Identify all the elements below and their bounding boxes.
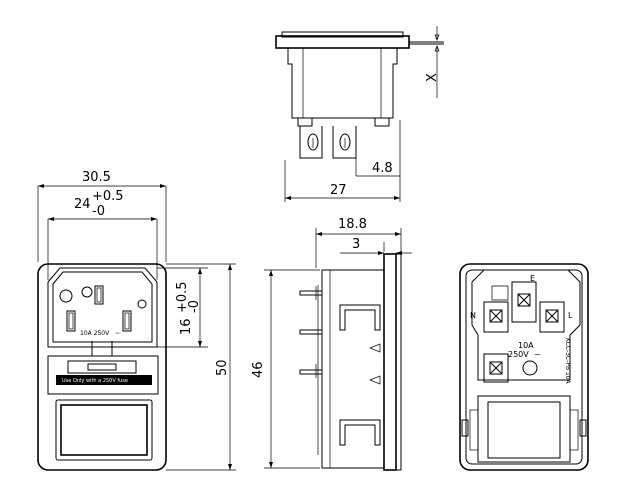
front-view: 10A 250V ~ Use Only with a 250V fuse 30.… (37, 170, 236, 471)
dim-width-inner: 24 (74, 197, 91, 212)
terminal-label-e: E (530, 274, 535, 283)
dim-flange: 3 (352, 237, 360, 252)
dim-inlet-tol-minus: -0 (187, 300, 202, 313)
back-side-text: KCC-3C-PB 10A (564, 338, 571, 385)
fuse-note: Use Only with a 250V fuse (62, 378, 128, 384)
terminal-screw-e (517, 293, 531, 307)
dim-top-width: 27 (330, 183, 347, 198)
dim-inlet-tol-plus: +0.5 (175, 281, 190, 313)
side-view: 46 18.8 3 (251, 217, 412, 471)
dim-width-inner-tol-minus: -0 (92, 204, 105, 219)
back-rating-current: 10A (518, 341, 534, 350)
dim-inlet-height: 16 (179, 318, 194, 335)
terminal-screw-l (545, 309, 559, 323)
dim-panel-x: X (425, 73, 440, 82)
top-view: X 27 4.8 (275, 26, 444, 202)
front-ac-symbol: ~ (115, 330, 120, 337)
front-rating: 10A 250V (80, 330, 110, 337)
terminal-label-l: L (568, 311, 573, 320)
terminal-screw-n (489, 309, 503, 323)
terminal-label-n: N (470, 311, 476, 320)
back-ac-symbol: ~ (534, 350, 541, 359)
back-rating-voltage: 250V (508, 350, 529, 359)
dim-height-total: 50 (215, 359, 230, 376)
dim-height-side: 46 (251, 361, 266, 378)
terminal-screw-switch (489, 361, 503, 375)
dim-width-total: 30.5 (82, 170, 111, 185)
dim-top-pin: 4.8 (372, 161, 393, 176)
dim-width-inner-tol-plus: +0.5 (92, 189, 124, 204)
back-view: N E L 10A 250V ~ KCC-3C-PB 10A (459, 263, 589, 471)
dim-depth-total: 18.8 (338, 217, 367, 232)
